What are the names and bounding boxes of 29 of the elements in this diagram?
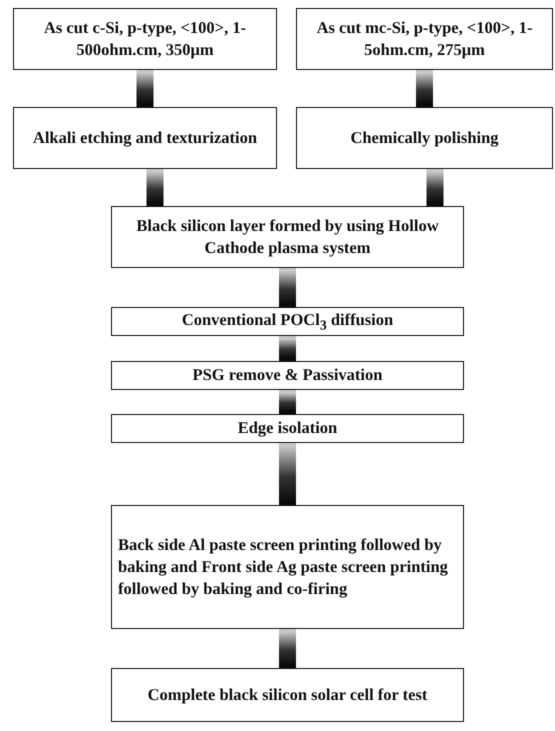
process-box (111, 505, 464, 629)
process-box (111, 361, 464, 390)
process-box (111, 206, 464, 268)
connector-block (279, 443, 296, 505)
step-text: Complete black silicon solar cell for test (146, 684, 428, 706)
process-box (296, 107, 553, 169)
connector-block (279, 390, 296, 414)
connector-block (136, 70, 154, 107)
process-box (13, 8, 277, 70)
step-text: PSG remove & Passivation (192, 364, 384, 386)
step-text: Black silicon layer formed by using Hollow Cathode plasma system (135, 214, 440, 259)
connector-block (416, 70, 433, 107)
step-text: Chemically polishing (349, 126, 500, 149)
step-text: Edge isolation (236, 417, 338, 440)
process-box (111, 307, 464, 336)
connector-block (279, 336, 296, 361)
connector-block (146, 169, 164, 206)
step-text: As cut c-Si, p-type, <100>, 1-500ohm.cm, 350μm (42, 16, 248, 61)
connector-block (279, 629, 296, 668)
step-text: Alkali etching and texturization (32, 126, 258, 149)
connector-block (279, 268, 296, 307)
connector-block (426, 169, 444, 206)
step-text: Conventional POCl$_{3}$ diffusion (180, 308, 394, 334)
step-text: Back side Al paste screen printing followed by baking and Front side Ag paste screen printing followed by baking and co-firing (117, 534, 449, 600)
process-box (13, 107, 277, 169)
process-box (296, 8, 553, 70)
process-box (111, 414, 464, 443)
process-box (111, 668, 464, 722)
step-text: As cut mc-Si, p-type, <100>, 1-5ohm.cm, 275μm (316, 16, 534, 61)
